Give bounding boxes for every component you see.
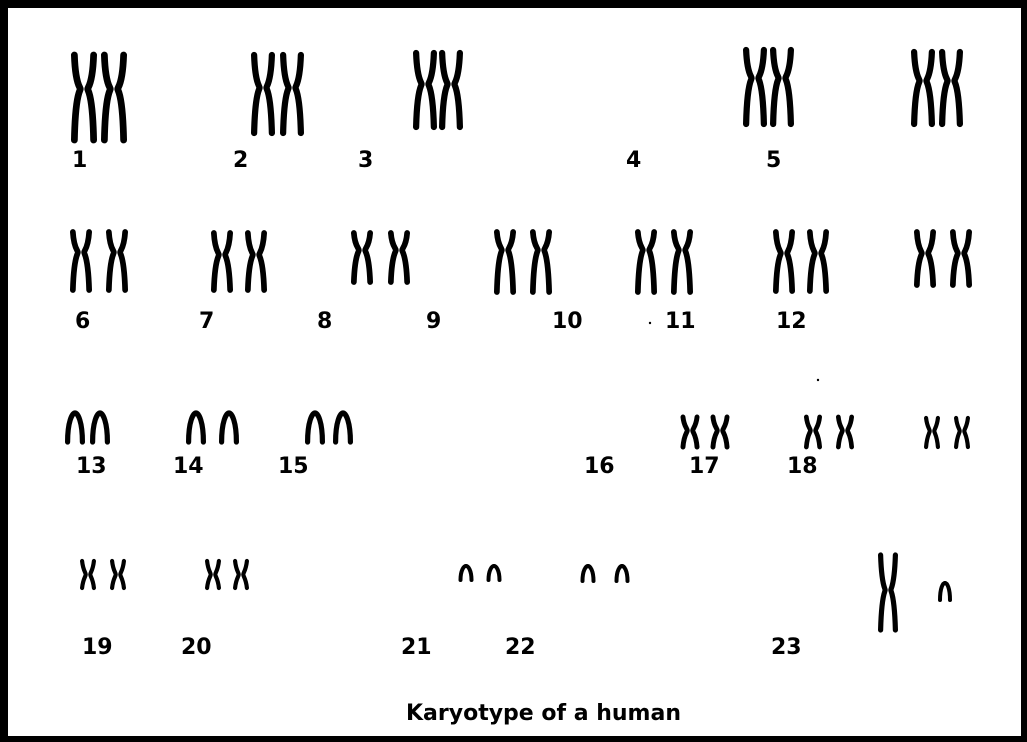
chromosome-pair-5-a <box>911 48 935 128</box>
chromosome-pair-17-a <box>804 414 822 450</box>
label-chromosome-23: 23 <box>771 635 802 660</box>
chromosome-pair-13-a <box>65 410 85 445</box>
chromosome-pair-14-b <box>219 410 239 445</box>
label-chromosome-2: 2 <box>233 148 249 173</box>
label-chromosome-13: 13 <box>76 454 107 479</box>
label-chromosome-16: 16 <box>584 454 615 479</box>
label-chromosome-19: 19 <box>82 635 113 660</box>
label-chromosome-11: 11 <box>665 309 696 334</box>
label-chromosome-6: 6 <box>75 309 91 334</box>
chromosome-pair-16-b <box>710 414 730 450</box>
chromosome-pair-6-b <box>106 229 128 293</box>
label-chromosome-5: 5 <box>766 148 782 173</box>
chromosome-pair-21-b <box>486 564 502 582</box>
chromosome-pair-19-b <box>110 558 126 591</box>
chromosome-pair-18-a <box>924 415 940 450</box>
chromosome-pair-7-b <box>245 230 267 293</box>
label-chromosome-22: 22 <box>505 635 536 660</box>
chromosome-pair-12-b <box>950 229 972 288</box>
label-chromosome-1: 1 <box>72 148 88 173</box>
chromosome-pair-3-a <box>413 49 437 131</box>
label-chromosome-14: 14 <box>173 454 204 479</box>
chromosome-pair-12-a <box>914 229 936 288</box>
chromosome-pair-21-a <box>458 564 474 582</box>
label-chromosome-15: 15 <box>278 454 309 479</box>
chromosome-pair-18-b <box>954 415 970 450</box>
chromosome-pair-4-a <box>743 46 767 128</box>
chromosome-pair-7-a <box>211 230 233 293</box>
label-chromosome-18: 18 <box>787 454 818 479</box>
chromosome-pair-22-b <box>614 564 630 583</box>
label-chromosome-20: 20 <box>181 635 212 660</box>
chromosome-pair-8-a <box>351 230 373 285</box>
chromosome-pair-5-b <box>939 48 963 128</box>
chromosome-pair-20-a <box>205 558 221 591</box>
label-chromosome-4: 4 <box>626 148 642 173</box>
chromosome-pair-2-a <box>251 51 275 137</box>
chromosome-pair-3-b <box>439 49 463 131</box>
label-chromosome-7: 7 <box>199 309 215 334</box>
label-chromosome-21: 21 <box>401 635 432 660</box>
label-chromosome-9: 9 <box>426 309 442 334</box>
chromosome-pair-10-b <box>671 229 693 295</box>
chromosome-pair-15-a <box>305 410 325 445</box>
label-chromosome-12: 12 <box>776 309 807 334</box>
chromosome-pair-10-a <box>635 229 657 295</box>
chromosome-y <box>938 581 952 602</box>
chromosome-pair-8-b <box>388 230 410 285</box>
label-chromosome-10: 10 <box>552 309 583 334</box>
label-chromosome-17: 17 <box>689 454 720 479</box>
chromosome-pair-14-a <box>186 410 206 445</box>
figure-caption: Karyotype of a human <box>406 701 681 726</box>
chromosome-pair-15-b <box>333 410 353 445</box>
chromosome-pair-16-a <box>680 414 700 450</box>
chromosome-pair-2-b <box>280 51 304 137</box>
chromosome-pair-11-a <box>773 229 795 294</box>
chromosome-pair-13-b <box>90 410 110 445</box>
chromosome-pair-1-b <box>101 51 127 144</box>
chromosome-pair-19-a <box>80 558 96 591</box>
chromosome-pair-17-b <box>836 414 854 450</box>
label-chromosome-3: 3 <box>358 148 374 173</box>
chromosome-pair-9-a <box>494 229 516 295</box>
chromosome-pair-11-b <box>807 229 829 294</box>
chromosome-x <box>878 552 898 633</box>
chromosome-pair-22-a <box>580 564 596 583</box>
speck-2 <box>816 378 820 382</box>
chromosome-pair-1-a <box>71 51 97 144</box>
chromosome-pair-9-b <box>530 229 552 295</box>
speck-1 <box>648 321 652 325</box>
label-chromosome-8: 8 <box>317 309 333 334</box>
chromosome-pair-6-a <box>70 229 92 293</box>
chromosome-pair-20-b <box>233 558 249 591</box>
chromosome-pair-4-b <box>770 46 794 128</box>
